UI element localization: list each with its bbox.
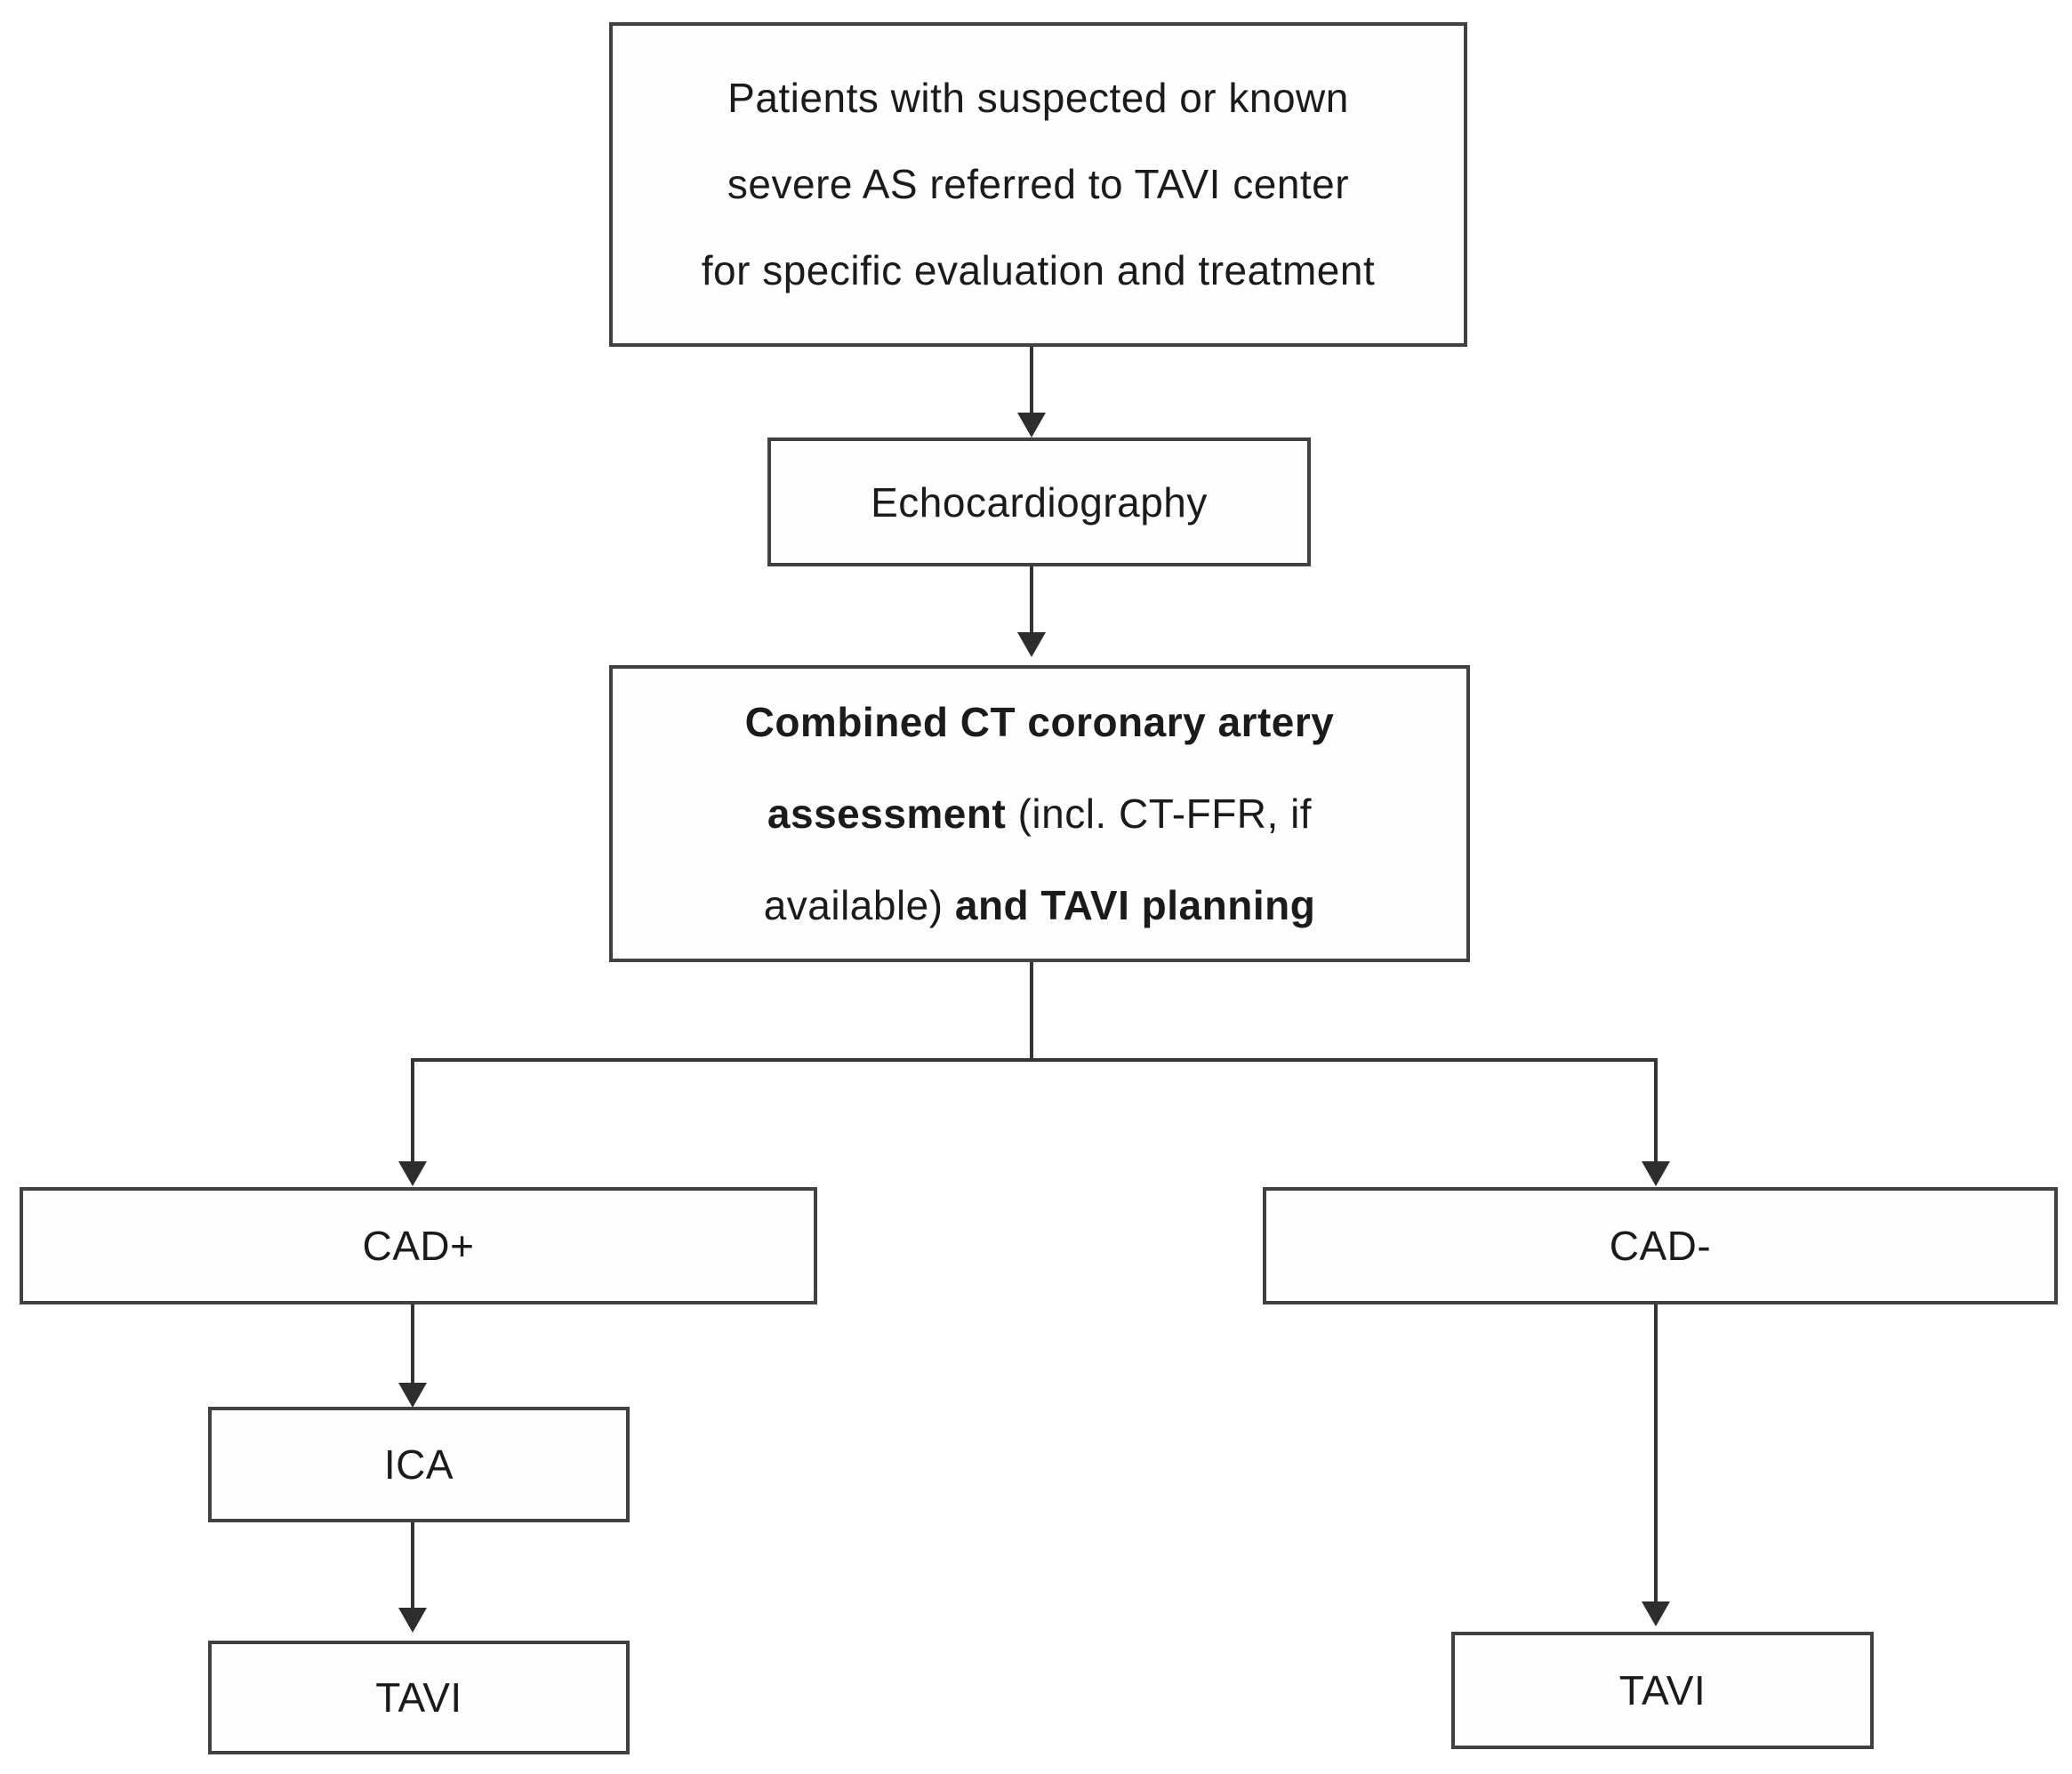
ct-line2-regular: (incl. CT-FFR, if — [1006, 790, 1313, 837]
node-ica-label: ICA — [383, 1441, 454, 1488]
arrowhead-down-icon — [1017, 632, 1046, 657]
connector-patients-to-echo — [1030, 347, 1033, 415]
ct-line3-regular: available) — [763, 881, 955, 928]
connector-ct-stem — [1030, 962, 1033, 1060]
arrowhead-down-icon — [398, 1383, 427, 1408]
connector-cad-negative-to-tavi — [1654, 1304, 1658, 1603]
connector-branch-to-cad-negative — [1654, 1058, 1658, 1163]
node-tavi-right: TAVI — [1451, 1632, 1874, 1749]
connector-branch-to-cad-positive — [411, 1058, 414, 1163]
node-echocardiography-label: Echocardiography — [871, 478, 1208, 526]
node-cad-negative-label: CAD- — [1609, 1223, 1712, 1269]
connector-branch-horizontal — [411, 1058, 1658, 1062]
connector-echo-to-ct — [1030, 566, 1033, 634]
node-cad-positive: CAD+ — [20, 1187, 817, 1304]
connector-cad-positive-to-ica — [411, 1304, 414, 1385]
node-patients: Patients with suspected or known severe … — [609, 22, 1467, 347]
arrowhead-down-icon — [1017, 413, 1046, 437]
node-tavi-left: TAVI — [208, 1641, 630, 1754]
node-tavi-right-label: TAVI — [1618, 1667, 1707, 1714]
node-ct-assessment: Combined CT coronary artery assessment (… — [609, 665, 1470, 962]
node-patients-line1: Patients with suspected or known — [727, 75, 1349, 121]
node-patients-line2: severe AS referred to TAVI center — [727, 161, 1350, 207]
ct-line3-bold: and TAVI planning — [954, 881, 1316, 928]
arrowhead-down-icon — [398, 1608, 427, 1633]
node-ct-line2: assessment (incl. CT-FFR, if — [767, 768, 1312, 860]
ct-line2-bold: assessment — [767, 790, 1007, 837]
node-cad-positive-label: CAD+ — [362, 1223, 475, 1269]
node-ct-line1: Combined CT coronary artery — [745, 677, 1335, 768]
node-tavi-left-label: TAVI — [375, 1674, 462, 1721]
node-cad-negative: CAD- — [1263, 1187, 2058, 1304]
node-echocardiography: Echocardiography — [767, 437, 1311, 566]
ct-line1-bold: Combined CT coronary artery — [744, 698, 1335, 745]
node-ica: ICA — [208, 1407, 630, 1522]
arrowhead-down-icon — [1642, 1161, 1670, 1186]
node-ct-line3: available) and TAVI planning — [764, 860, 1316, 951]
arrowhead-down-icon — [1642, 1601, 1670, 1626]
arrowhead-down-icon — [398, 1161, 427, 1186]
node-patients-line3: for specific evaluation and treatment — [701, 247, 1376, 293]
connector-ica-to-tavi — [411, 1522, 414, 1609]
